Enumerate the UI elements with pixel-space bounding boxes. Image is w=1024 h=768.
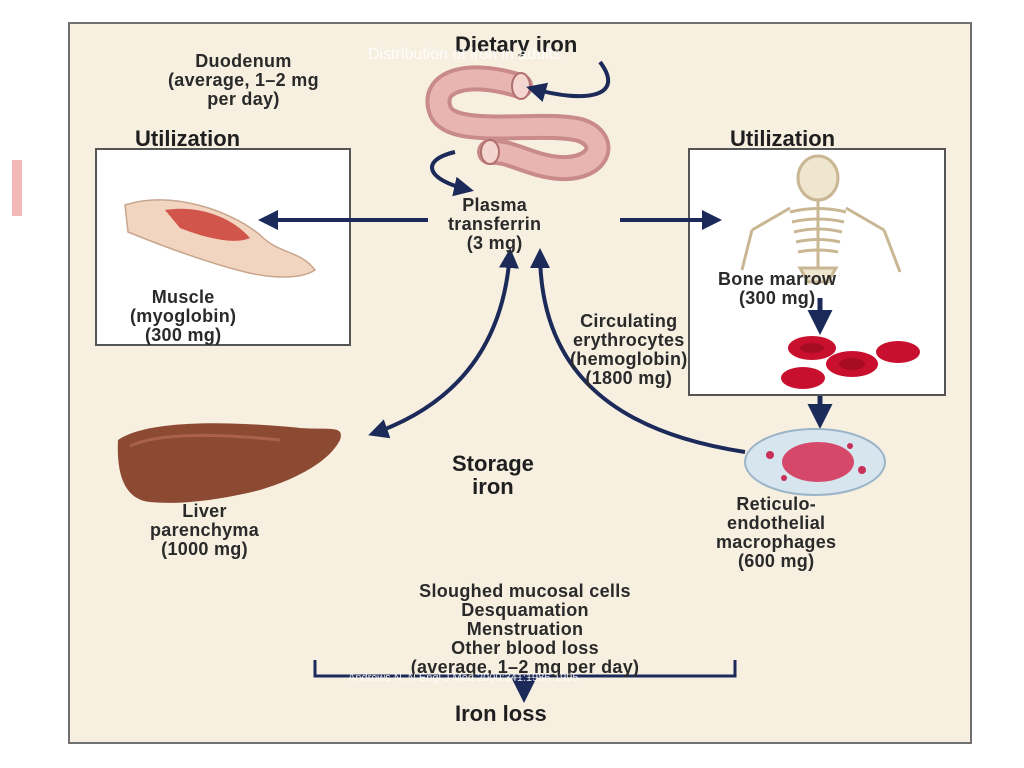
muscle-label: Muscle(myoglobin)(300 mg) bbox=[130, 287, 237, 345]
dietary-iron-label: Dietary iron bbox=[455, 32, 578, 57]
skeleton-illustration bbox=[740, 154, 902, 284]
muscle-illustration bbox=[124, 199, 317, 278]
macrophage-illustration bbox=[744, 428, 886, 496]
utilization-right-heading: Utilization bbox=[730, 126, 836, 151]
liver-illustration bbox=[117, 423, 341, 503]
citation-credit: Andrews N. N Engl J Med 2000;341:1986-19… bbox=[348, 672, 579, 684]
macrophage-to-plasma-arrow bbox=[530, 248, 746, 454]
duodenum-illustration bbox=[425, 65, 611, 182]
liver-plasma-arrow bbox=[368, 248, 519, 439]
bone-marrow-label: Bone marrow(300 mg) bbox=[718, 269, 837, 308]
absorption-arrow bbox=[430, 150, 474, 197]
utilization-left-heading: Utilization bbox=[135, 126, 241, 151]
erythrocytes-illustration bbox=[781, 336, 920, 389]
slide-title-overlay: Distribution of iron in adults bbox=[368, 46, 561, 63]
dietary-intake-arrow bbox=[526, 60, 611, 102]
iron-loss-label: Iron loss bbox=[455, 701, 547, 726]
slide-accent-mark bbox=[12, 160, 22, 216]
